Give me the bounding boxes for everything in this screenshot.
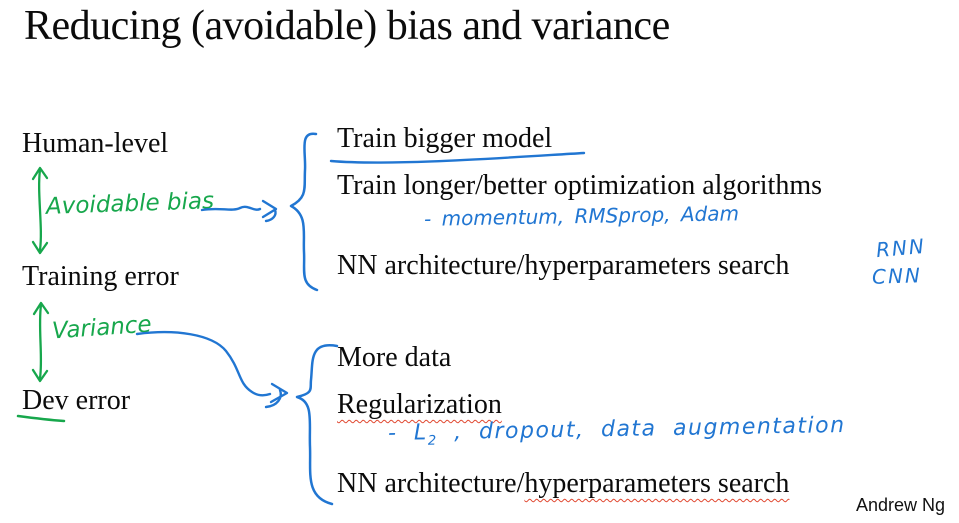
regularization-misspell-squiggle: Regularization [337,389,502,420]
variance-handwritten-note: Variance [51,311,153,345]
slide-title: Reducing (avoidable) bias and variance [24,3,670,49]
optimizers-handwritten-note: - momentum, RMSprop, Adam [423,201,740,231]
cnn-handwritten-note: CNN [871,263,923,289]
rnn-handwritten-note: RNN [875,233,927,263]
bias-item-train-longer: Train longer/better optimization algorit… [337,170,822,201]
human-level-label: Human-level [22,128,169,159]
avoidable-bias-double-arrow-icon [31,166,49,255]
nn-architecture-prefix: NN architecture/ [337,468,525,499]
bias-item-train-bigger-model: Train bigger model [337,123,553,154]
bias-item-nn-architecture: NN architecture/hyperparameters search [337,250,790,281]
author-credit: Andrew Ng [856,495,946,515]
variance-arrow-icon [135,331,289,409]
training-error-label: Training error [22,261,179,292]
dev-error-label: Dev error [22,385,131,416]
hyperparameters-misspell-squiggle: hyperparameters search [524,468,790,499]
variance-item-nn-architecture: NN architecture/hyperparameters search [337,468,789,500]
avoidable-bias-handwritten-note: Avoidable bias [45,188,215,220]
variance-item-more-data: More data [337,342,452,373]
variance-item-regularization: Regularization [337,389,502,421]
note-l2-subscript: 2 [427,433,438,449]
variance-double-arrow-icon [31,301,50,383]
variance-brace-icon [295,344,339,506]
note-l-prefix: - L [387,420,428,446]
bias-brace-icon [289,132,319,292]
